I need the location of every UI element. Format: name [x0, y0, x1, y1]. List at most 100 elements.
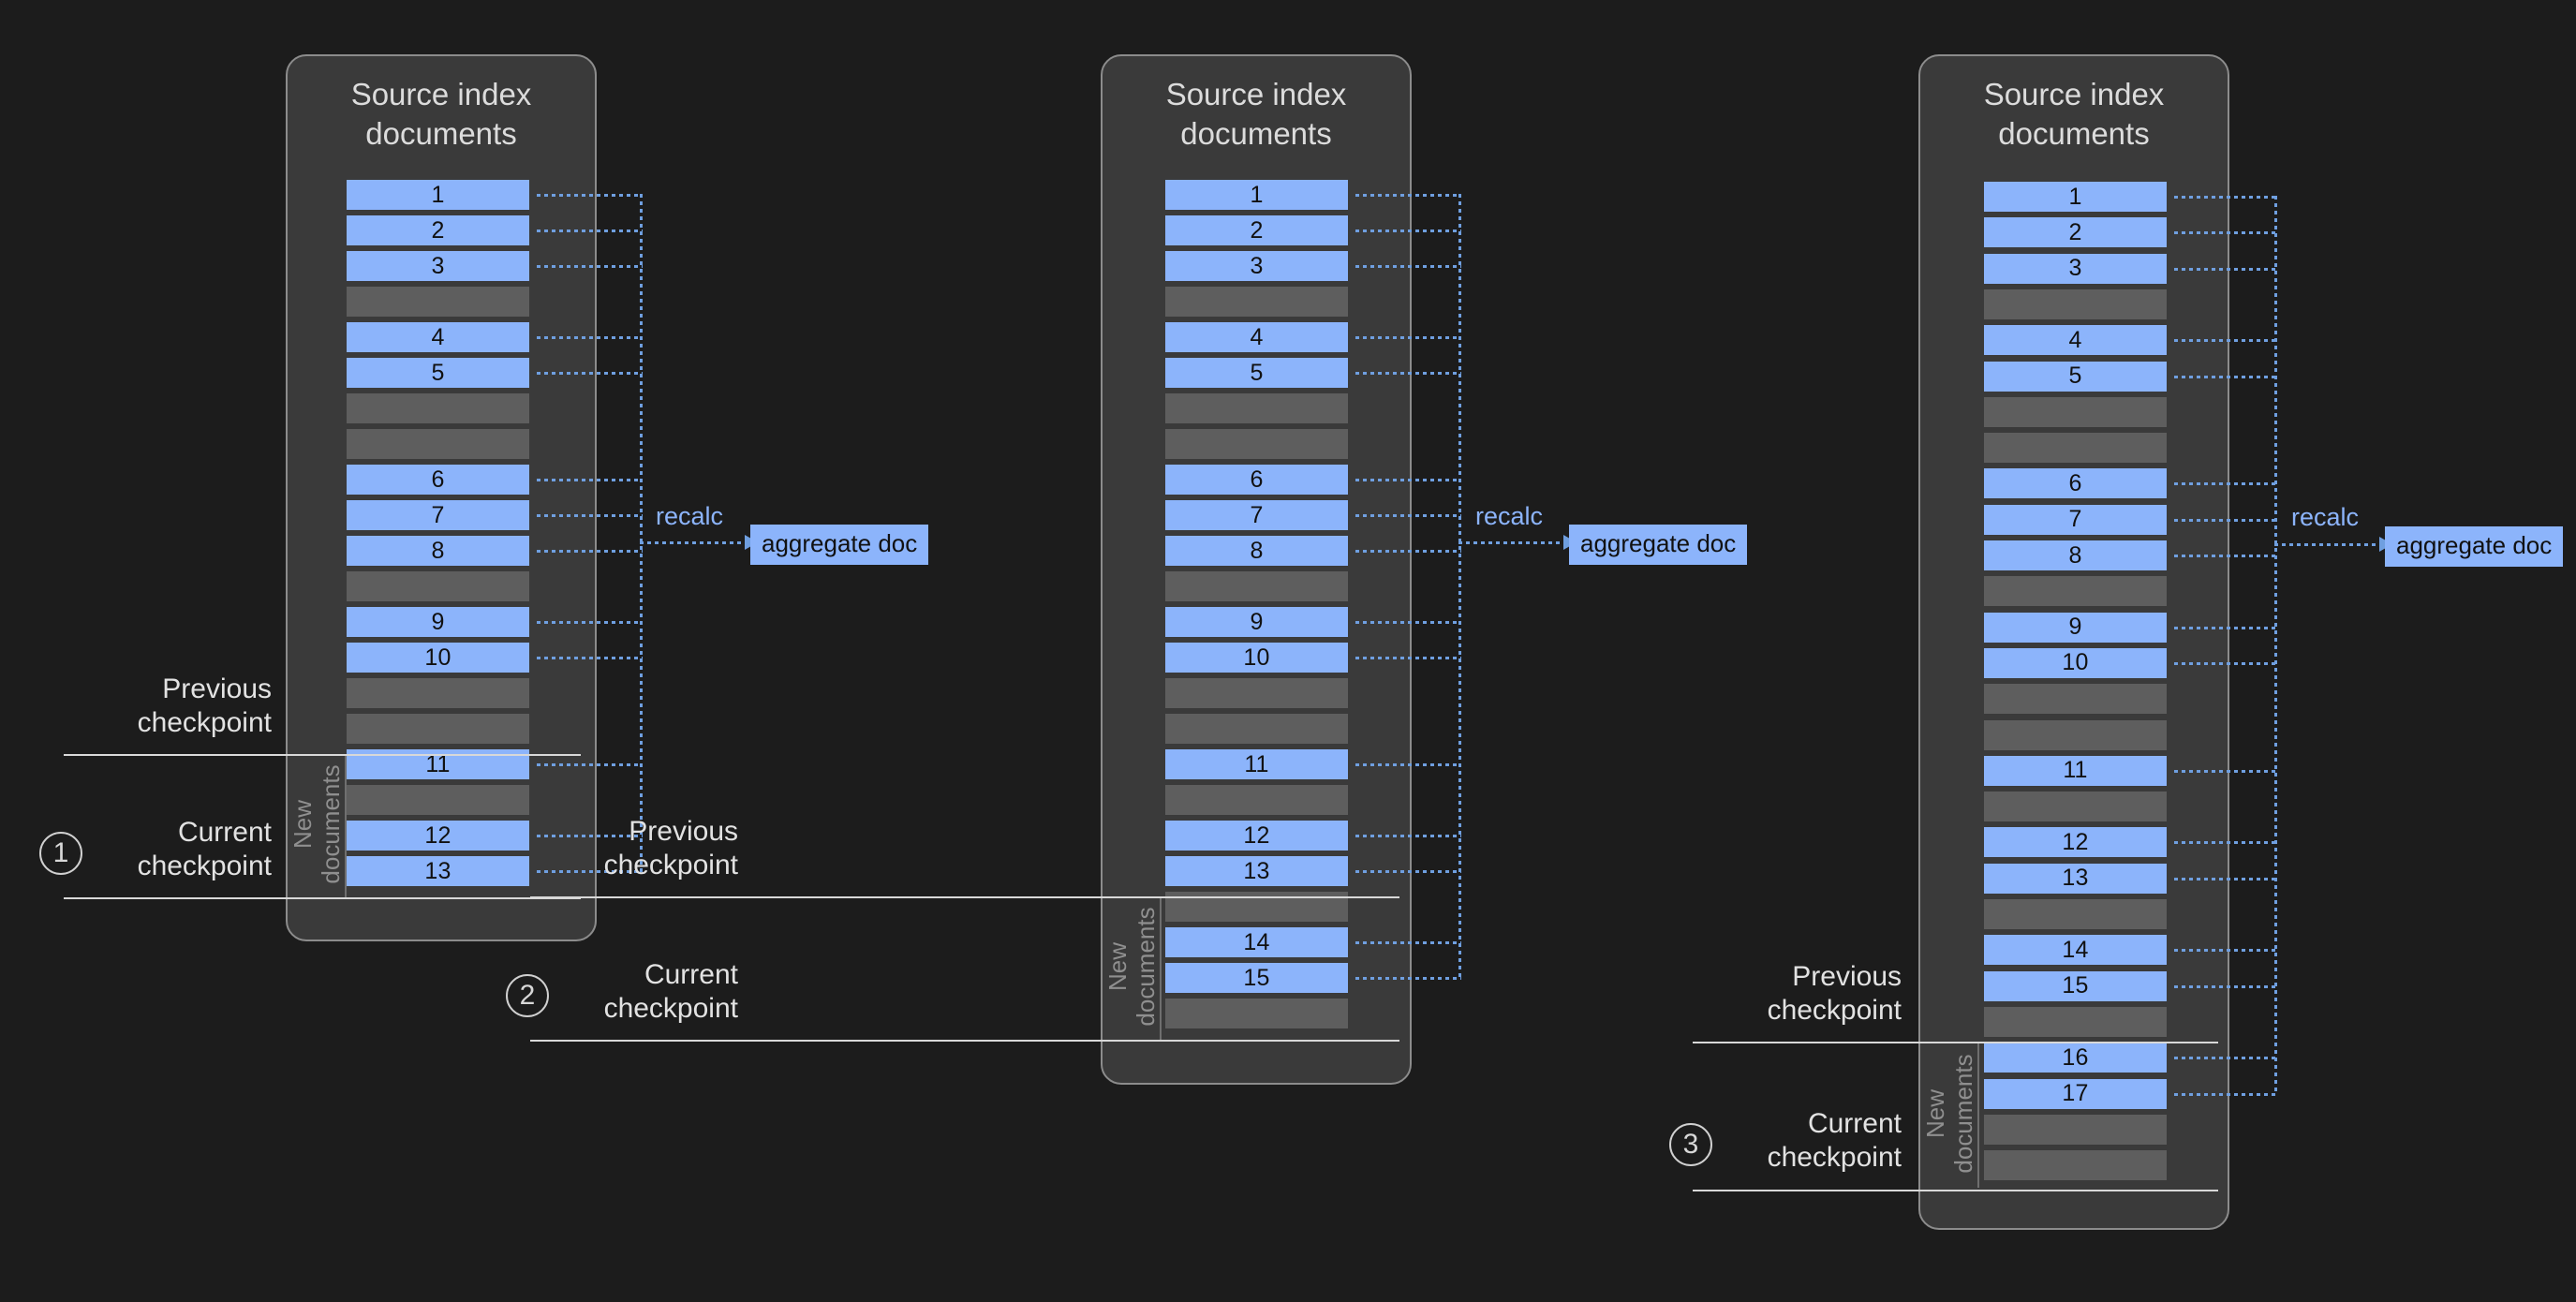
document-row-empty: [1984, 289, 2167, 319]
connector-line: [2174, 1057, 2277, 1060]
document-row: 4: [347, 322, 529, 352]
document-row: 6: [347, 465, 529, 495]
document-row-empty: [347, 678, 529, 708]
document-row-empty: [1984, 396, 2167, 427]
connector-line: [537, 870, 643, 873]
connector-line: [2174, 949, 2277, 953]
document-row-empty: [1165, 785, 1348, 815]
connector-line: [1355, 870, 1461, 873]
connector-bus: [1458, 194, 1461, 979]
aggregate-doc-box-1: aggregate doc: [750, 525, 929, 565]
document-row-empty: [1165, 287, 1348, 317]
connector-line: [1355, 479, 1461, 481]
connector-line: [1355, 265, 1461, 268]
previous-checkpoint-rule-1: [64, 754, 581, 756]
document-row: 5: [347, 358, 529, 388]
connector-line: [1355, 835, 1461, 837]
current-checkpoint-rule-1: [64, 897, 581, 899]
document-row-empty: [347, 287, 529, 317]
document-row: 3: [347, 251, 529, 281]
connector-line: [537, 229, 643, 232]
current-checkpoint-label-2: Current checkpoint: [603, 959, 738, 1024]
connector-line: [1355, 941, 1461, 944]
document-row-empty: [1984, 1114, 2167, 1145]
connector-line: [2174, 267, 2277, 271]
document-row: 10: [347, 643, 529, 673]
document-row-empty: [1165, 678, 1348, 708]
document-row-empty: [347, 785, 529, 815]
connector-line: [1355, 372, 1461, 375]
document-row: 5: [1984, 361, 2167, 392]
document-row: 8: [347, 536, 529, 566]
previous-checkpoint-rule-2: [530, 896, 1399, 898]
document-row: 3: [1165, 251, 1348, 281]
connector-line: [537, 265, 643, 268]
connector-line: [537, 657, 643, 659]
document-row: 8: [1165, 536, 1348, 566]
document-row: 6: [1165, 465, 1348, 495]
connector-line: [537, 621, 643, 624]
document-row: 15: [1165, 963, 1348, 993]
new-documents-band-3: [1920, 1043, 1978, 1188]
recalc-arrow-shaft: [640, 541, 745, 544]
document-row: 2: [347, 215, 529, 245]
document-row: 5: [1165, 358, 1348, 388]
document-row: 7: [347, 500, 529, 530]
new-documents-band-2: [1103, 897, 1161, 1040]
connector-bus: [640, 194, 643, 872]
document-row: 9: [347, 607, 529, 637]
connector-line: [2174, 1092, 2277, 1096]
document-row: 17: [1984, 1078, 2167, 1109]
document-row: 1: [1984, 182, 2167, 212]
connector-line: [2174, 375, 2277, 378]
new-documents-divider-2: [1160, 897, 1162, 1040]
connector-line: [537, 372, 643, 375]
document-row: 1: [1165, 180, 1348, 210]
connector-line: [2174, 482, 2277, 486]
document-row: 14: [1984, 935, 2167, 966]
document-row: 11: [1165, 749, 1348, 779]
document-row-empty: [1984, 792, 2167, 822]
document-row: 6: [1984, 468, 2167, 499]
step-number-badge-3: 3: [1669, 1123, 1712, 1166]
connector-line: [537, 514, 643, 517]
document-row: 16: [1984, 1043, 2167, 1073]
connector-line: [2174, 877, 2277, 880]
document-row: 9: [1984, 612, 2167, 643]
connector-line: [537, 194, 643, 197]
document-row: 12: [1165, 821, 1348, 851]
document-row-empty: [1984, 576, 2167, 607]
step-number-badge-1: 1: [39, 832, 82, 875]
aggregate-doc-box-2: aggregate doc: [1569, 525, 1748, 565]
document-row: 9: [1165, 607, 1348, 637]
connector-line: [2174, 769, 2277, 773]
recalc-label-1: recalc: [656, 502, 724, 530]
previous-checkpoint-rule-3: [1693, 1042, 2218, 1043]
document-row-empty: [1984, 899, 2167, 929]
previous-checkpoint-label-2: Previous checkpoint: [603, 816, 738, 880]
connector-line: [537, 479, 643, 481]
connector-line: [2174, 661, 2277, 665]
connector-line: [2174, 339, 2277, 343]
connector-line: [537, 763, 643, 766]
connector-line: [1355, 194, 1461, 197]
document-row: 13: [1165, 856, 1348, 886]
connector-line: [2174, 231, 2277, 235]
current-checkpoint-rule-2: [530, 1040, 1399, 1042]
document-row-empty: [1165, 571, 1348, 601]
document-row: 12: [1984, 827, 2167, 858]
previous-checkpoint-label-3: Previous checkpoint: [1767, 961, 1902, 1026]
document-row-empty: [1984, 1150, 2167, 1181]
document-row: 2: [1165, 215, 1348, 245]
document-row-empty: [347, 429, 529, 459]
document-row: 14: [1165, 927, 1348, 957]
connector-line: [537, 835, 643, 837]
new-documents-band-1: [288, 755, 346, 897]
connector-line: [2174, 984, 2277, 988]
recalc-label-2: recalc: [1475, 502, 1544, 530]
connector-line: [1355, 336, 1461, 339]
connector-line: [2174, 555, 2277, 557]
document-row-empty: [347, 393, 529, 423]
document-row: 10: [1165, 643, 1348, 673]
